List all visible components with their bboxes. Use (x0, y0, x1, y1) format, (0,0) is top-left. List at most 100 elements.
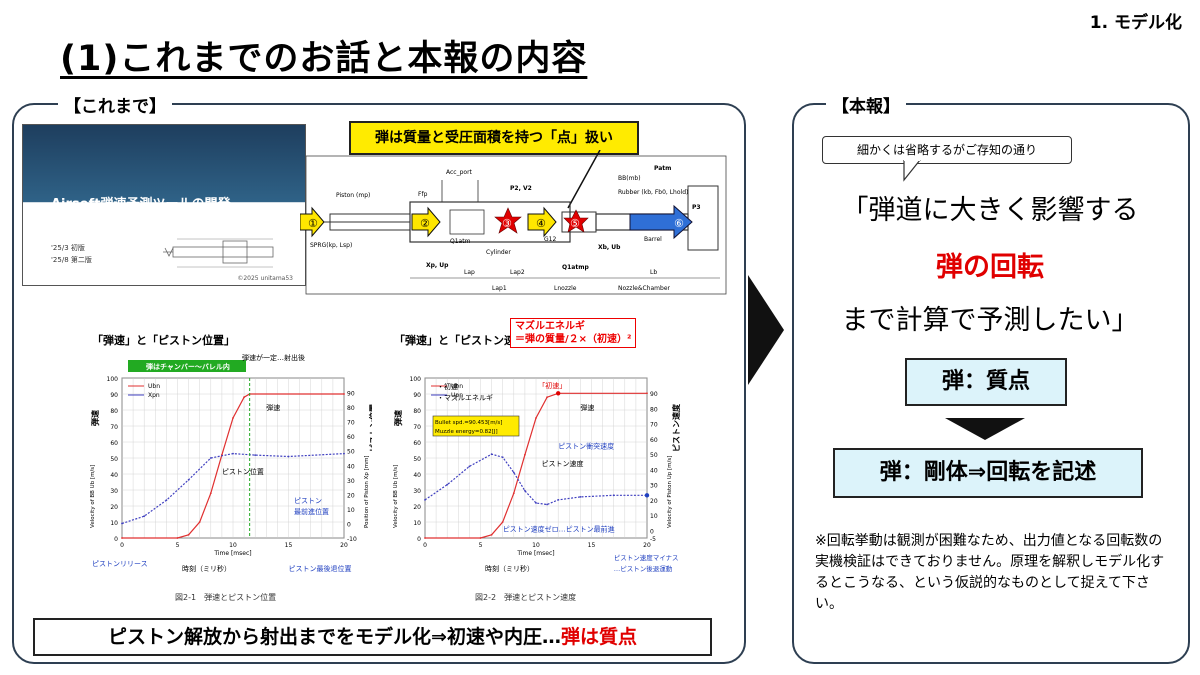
data-point-xpn (232, 452, 234, 455)
rigid-body-box: 弾：剛体⇒回転を記述 (833, 448, 1143, 498)
y-tick-label: 10 (413, 520, 421, 527)
label-ffp: Ffp (418, 191, 428, 198)
series-line-ubn (425, 392, 647, 539)
y2-tick-label: 70 (650, 422, 658, 429)
x-tick-label: 0 (120, 542, 124, 549)
y2-axis-label: Position of Piston Xp [mm] (364, 455, 370, 528)
omit-note-pointer (903, 160, 921, 182)
data-point-upn (490, 453, 493, 456)
y-tick-label: 100 (107, 376, 119, 383)
y-tick-label: 20 (413, 504, 421, 511)
label-patm: Patm (654, 165, 671, 172)
y2-tick-label: 60 (347, 434, 355, 441)
data-point-xpn (287, 455, 290, 458)
muzzle-energy-line1: マズルエネルギ (515, 321, 585, 332)
data-point-ubn (187, 533, 190, 536)
y-tick-label: 30 (110, 488, 118, 495)
legend-label: Ubn (451, 383, 463, 390)
time-label: 時刻（ミリ秒） (182, 564, 231, 573)
label-lap1: Lap1 (492, 285, 507, 292)
bullet-speed-piston-position-chart: 0102030405060708090100010203040506070809… (90, 353, 372, 573)
legend-label: Ubn (148, 383, 160, 390)
x-tick-label: 20 (340, 542, 348, 549)
label-piston-position: ピストン位置 (222, 467, 264, 476)
label-lap: Lap (464, 269, 475, 276)
y-left-title: 弾速 (393, 410, 403, 426)
label-rubber: Rubber (kb, Fb0, Lhold) (618, 189, 688, 196)
y-left-title: 弾速 (90, 410, 100, 426)
x-tick-label: 5 (479, 542, 483, 549)
y-tick-label: 20 (110, 504, 118, 511)
label-acc-port: Acc_port (446, 169, 473, 176)
y2-axis-label: Velocity of Piston Up [m/s] (667, 456, 673, 528)
x-tick-label: 15 (588, 542, 596, 549)
data-point-ubn (176, 537, 179, 539)
diagram-num-5: ⑤ (570, 217, 580, 230)
readout-bullet-speed: Bullet spd.=90.453[m/s] (435, 420, 502, 426)
y-tick-label: 50 (110, 456, 118, 463)
y-tick-label: 90 (413, 392, 421, 399)
label-piston-speed: ピストン速度 (542, 459, 584, 468)
y2-tick-label: 10 (347, 507, 355, 514)
label-xbub: Xb, Ub (598, 244, 621, 251)
data-point-ubn (243, 396, 246, 399)
label-lnozzle: Lnozzle (554, 285, 577, 292)
y2-tick-label: 80 (650, 406, 658, 413)
y2-tick-label: 0 (650, 528, 654, 535)
page-title: (1)これまでのお話と本報の内容 (60, 39, 588, 79)
y-tick-label: 40 (110, 472, 118, 479)
x-tick-label: 10 (532, 542, 540, 549)
y2-tick-label: 50 (347, 449, 355, 456)
mechanism-sketch (163, 238, 274, 268)
y-tick-label: 0 (114, 536, 118, 543)
data-point-xpn (343, 452, 345, 455)
legend-label: Upn (451, 392, 463, 399)
summary-highlight: 弾は質点 (560, 626, 637, 648)
data-point-xpn (209, 457, 212, 459)
right-chart-title: 「弾速」と「ピストン速度」 (394, 334, 537, 347)
diagram-num-1: ① (308, 217, 318, 230)
down-arrow-icon (945, 418, 1025, 440)
label-initial-speed: 「初速」 (538, 381, 566, 390)
y2-tick-label: 90 (347, 391, 355, 398)
readout-muzzle-energy: Muzzle energy=0.82[J] (435, 429, 498, 435)
data-point-ubn (198, 521, 201, 523)
data-point-ubn (424, 537, 426, 539)
y-tick-label: 60 (413, 440, 421, 447)
x-tick-label: 5 (176, 542, 180, 549)
summary-box: ピストン解放から射出までをモデル化⇒初速や内圧…弾は質点 (33, 618, 712, 656)
section-label: 1. モデル化 (1089, 13, 1182, 33)
cover-slide-copyright: ©2025 unitama53 (237, 275, 293, 282)
left-chart-caption: 図2-1 弾速とピストン位置 (175, 593, 277, 602)
diagram-num-4: ④ (536, 217, 546, 230)
y-axis-label: Velocity of BB Ub [m/s] (393, 465, 399, 528)
right-chart-caption: 図2-2 弾速とピストン速度 (475, 593, 577, 602)
this-report-panel (792, 103, 1190, 664)
y-tick-label: 70 (110, 424, 118, 431)
data-point-ubn (209, 492, 212, 495)
data-point-ubn (546, 396, 548, 399)
label-q1atm: Q1atm (450, 238, 471, 245)
data-point-ubn (232, 417, 234, 419)
label-xpup: Xp, Up (426, 262, 449, 269)
label-bullet-speed: 弾速 (580, 403, 594, 412)
y-tick-label: 80 (110, 408, 118, 415)
label-piston-release: ピストンリリース (92, 560, 148, 568)
y-tick-label: 50 (413, 456, 421, 463)
y2-tick-label: 30 (347, 478, 355, 485)
label-bb: BB(mb) (618, 175, 641, 182)
footnote: ※回転挙動は観測が困難なため、出力値となる回転数の実機検証はできておりません。原… (815, 533, 1165, 612)
legend-label: Xpn (148, 392, 160, 399)
y2-tick-label: 40 (347, 463, 355, 470)
y-tick-label: 100 (410, 376, 422, 383)
diagram-num-2: ② (420, 217, 430, 230)
data-point-xpn (187, 478, 190, 481)
series-line-xpn (121, 452, 345, 525)
y-tick-label: 30 (413, 488, 421, 495)
data-point-ubn (479, 537, 482, 539)
label-cylinder: Cylinder (486, 249, 511, 256)
y-tick-label: 60 (110, 440, 118, 447)
label-impact-speed: ピストン衝突速度 (558, 441, 614, 450)
data-point-ubn (646, 392, 648, 395)
data-point-upn (524, 489, 526, 492)
